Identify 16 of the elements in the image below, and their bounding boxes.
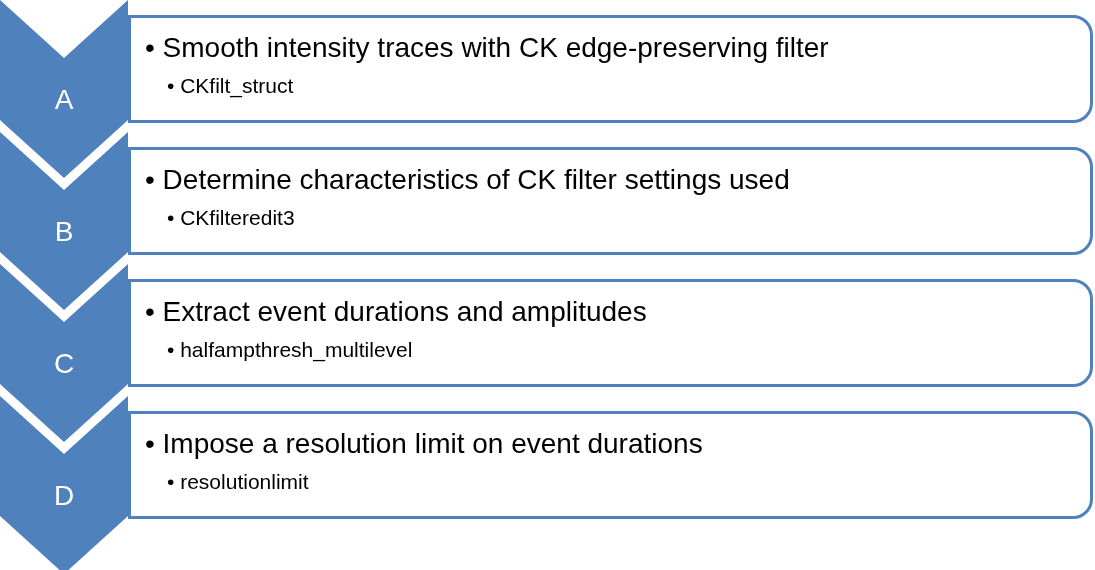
step-box (128, 147, 1093, 255)
step-box (128, 411, 1093, 519)
function-name: • resolutionlimit (167, 470, 309, 494)
function-name: • CKfilt_struct (167, 74, 294, 98)
step-box (128, 279, 1093, 387)
function-name: • halfampthresh_multilevel (167, 338, 413, 362)
function-name: • CKfilteredit3 (167, 206, 295, 230)
step-letter: A (53, 84, 75, 116)
step-letter: C (52, 348, 76, 380)
step-letter: D (52, 480, 76, 512)
step-description: • Extract event durations and amplitudes (145, 296, 647, 328)
step-description: • Impose a resolution limit on event durations (145, 428, 703, 460)
step-description: • Determine characteristics of CK filter settings used (145, 164, 790, 196)
step-box (128, 15, 1093, 123)
step-letter: B (53, 216, 75, 248)
step-description: • Smooth intensity traces with CK edge-preserving filter (145, 32, 829, 64)
